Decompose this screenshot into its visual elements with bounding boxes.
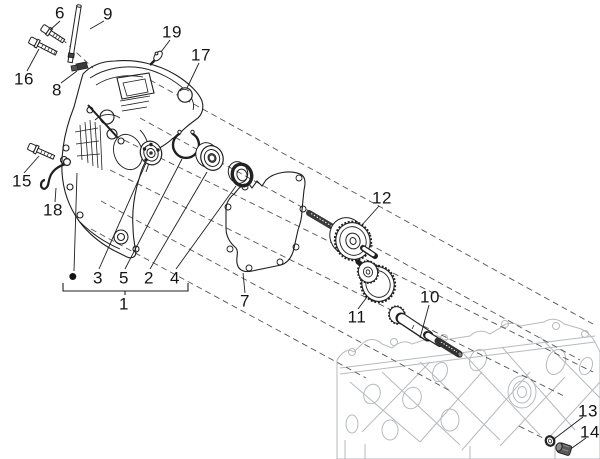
circlip-5 [171,129,201,160]
callout-12: 12 [372,188,392,208]
callout-18: 18 [43,200,63,220]
group-bracket [62,283,189,295]
callout-5: 5 [119,268,129,288]
callout-9: 9 [103,4,113,24]
callout-13: 13 [578,401,598,421]
bolt-16 [28,36,58,56]
hook-18 [39,158,71,190]
callout-19: 19 [162,22,182,42]
bullet-marker: • [68,261,78,291]
crankcase-context [336,318,600,459]
shaft-10 [388,305,463,358]
callout-6: 6 [55,3,65,23]
seal-4 [227,161,254,188]
clip-19 [149,50,163,66]
gasket-7 [224,171,307,273]
gear-shaft-12 [306,210,378,262]
callout-2: 2 [144,268,154,288]
callout-16: 16 [14,69,34,89]
plug-14 [555,442,573,456]
callout-11: 11 [347,307,367,327]
fitting-8 [70,61,89,72]
stud-9 [67,4,82,64]
callout-4: 4 [170,268,180,288]
plug-17 [177,87,193,103]
callout-7: 7 [240,291,250,311]
callout-1: 1 [119,294,129,314]
callout-15: 15 [12,171,32,191]
washer-13 [544,435,556,447]
leader-lines [23,20,587,449]
bolt-15 [27,142,56,160]
bearing-3 [139,140,163,166]
bolt-6 [40,24,66,44]
callout-14: 14 [580,422,600,442]
bearing-2 [195,142,224,171]
callout-17: 17 [191,45,211,65]
callout-10: 10 [420,287,440,307]
gear-11 [355,259,397,304]
callout-3: 3 [93,268,103,288]
callout-8: 8 [52,80,62,100]
